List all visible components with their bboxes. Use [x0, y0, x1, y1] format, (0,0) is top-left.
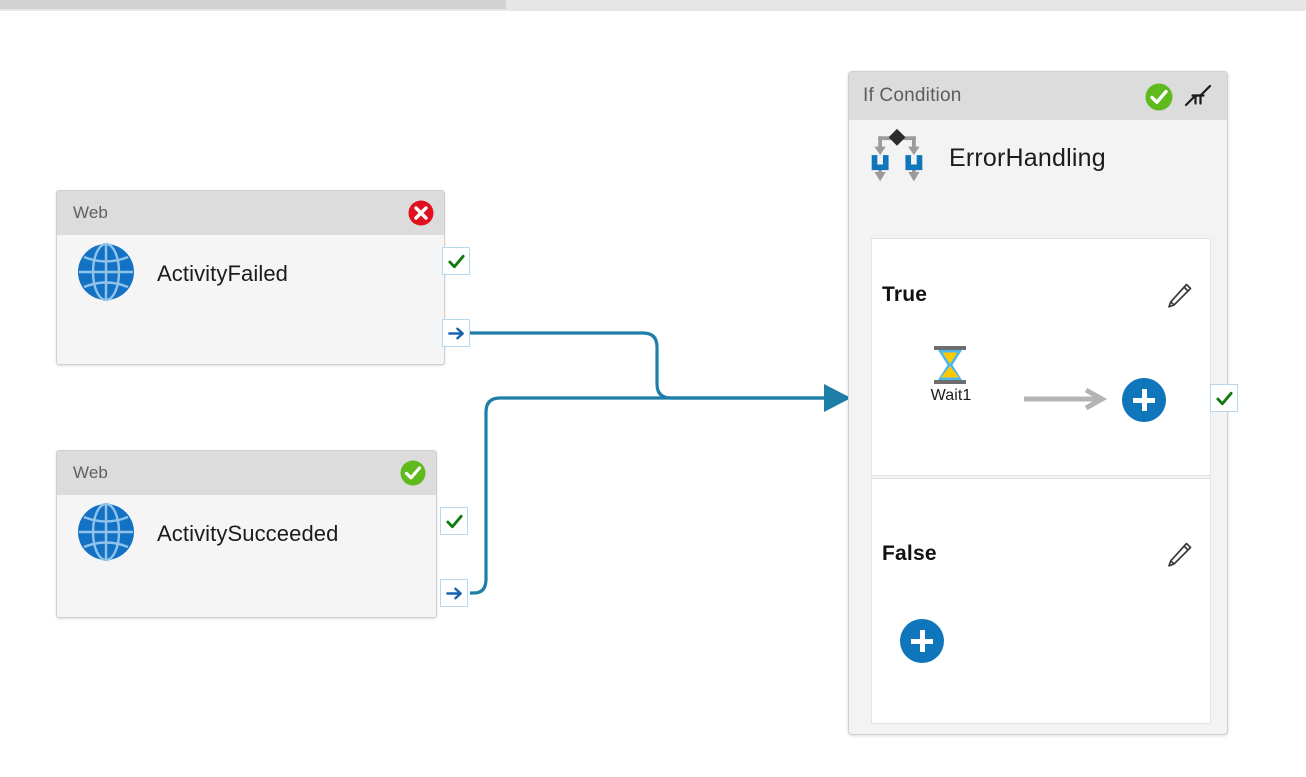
- activity-card-activity-succeeded[interactable]: Web: [56, 450, 437, 618]
- checkmark-icon: [447, 254, 465, 268]
- success-port-activity-succeeded[interactable]: [440, 507, 468, 535]
- success-circle-icon: [1145, 83, 1173, 111]
- activity-card-activity-failed[interactable]: Web: [56, 190, 445, 365]
- if-condition-header: If Condition: [849, 72, 1227, 120]
- arrow-right-icon: [445, 587, 462, 599]
- add-activity-button-true[interactable]: [1122, 378, 1166, 422]
- scrollbar-thumb[interactable]: [0, 0, 506, 9]
- collapse-icon[interactable]: [1183, 82, 1213, 110]
- workflow-canvas[interactable]: Web: [0, 11, 1306, 777]
- if-condition-title-row: ErrorHandling: [849, 120, 1227, 196]
- success-circle-icon: [400, 460, 426, 486]
- branch-box-false[interactable]: False: [871, 478, 1211, 724]
- activity-name-label: ActivitySucceeded: [157, 521, 339, 546]
- activity-card-body: ActivitySucceeded: [57, 495, 436, 573]
- branch-label-true: True: [882, 283, 928, 306]
- success-port-if-condition[interactable]: [1210, 384, 1238, 412]
- hourglass-icon[interactable]: [931, 345, 969, 390]
- activity-name-label: ActivityFailed: [157, 261, 288, 286]
- if-condition-name-label: ErrorHandling: [949, 143, 1106, 172]
- if-condition-icon: [867, 128, 927, 189]
- globe-icon: [77, 242, 135, 306]
- if-condition-type-label: If Condition: [863, 85, 962, 106]
- error-circle-icon: [408, 200, 434, 226]
- horizontal-scrollbar[interactable]: [0, 0, 1306, 11]
- plus-icon-vertical: [919, 630, 925, 652]
- arrow-right-icon: [447, 327, 464, 339]
- completion-port-activity-succeeded[interactable]: [440, 579, 468, 607]
- activity-type-label: Web: [73, 203, 108, 222]
- globe-icon: [77, 502, 135, 566]
- checkmark-icon: [1215, 391, 1233, 405]
- activity-card-body: ActivityFailed: [57, 235, 444, 313]
- node-label-wait1: Wait1: [930, 387, 972, 404]
- completion-port-activity-failed[interactable]: [442, 319, 470, 347]
- branch-label-false: False: [882, 542, 937, 565]
- pencil-icon[interactable]: [1164, 540, 1194, 570]
- activity-card-header: Web: [57, 451, 436, 495]
- arrow-right-icon: [1022, 387, 1112, 416]
- add-activity-button-false[interactable]: [900, 619, 944, 663]
- pencil-icon[interactable]: [1164, 281, 1194, 311]
- if-condition-panel[interactable]: If Condition: [848, 71, 1228, 735]
- activity-type-label: Web: [73, 463, 108, 482]
- checkmark-icon: [445, 514, 463, 528]
- plus-icon-vertical: [1141, 389, 1147, 411]
- success-port-activity-failed[interactable]: [442, 247, 470, 275]
- activity-card-header: Web: [57, 191, 444, 235]
- branch-box-true[interactable]: True W: [871, 238, 1211, 476]
